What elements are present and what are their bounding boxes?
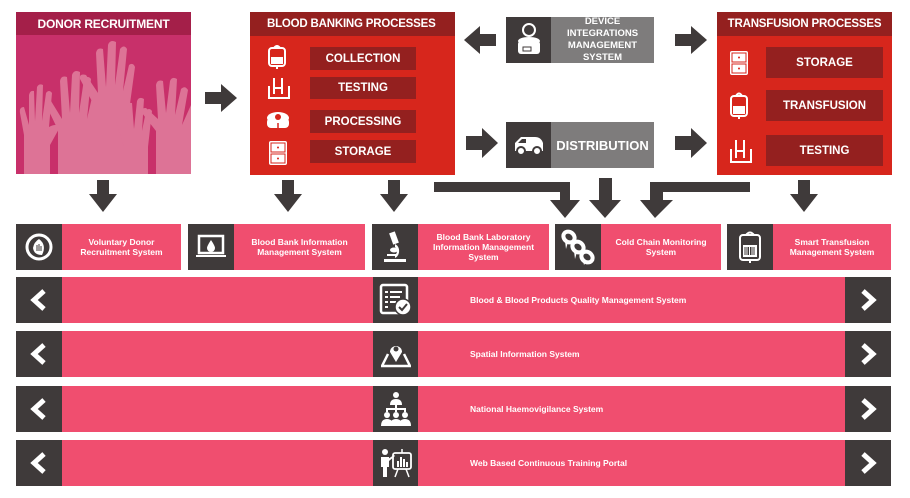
storage-cabinet-icon [730, 51, 748, 75]
delivery-van-icon [506, 122, 551, 168]
bar-label: Blood & Blood Products Quality Managemen… [470, 295, 687, 305]
system-blood-bank-laboratory-information-management[interactable]: Blood Bank Laboratory Information Manage… [372, 224, 549, 270]
bar-national-haemovigilance: National Haemovigilance System [16, 386, 891, 432]
blood-banking-title: BLOOD BANKING PROCESSES [250, 12, 455, 36]
connector-arrows [89, 178, 818, 218]
test-tubes-icon [730, 140, 752, 163]
elbow-arrow-icon [434, 182, 580, 218]
bar-label: National Haemovigilance System [470, 404, 604, 414]
distribution-box[interactable]: DISTRIBUTION [506, 122, 654, 168]
chevron-left-icon [30, 452, 46, 474]
bar-quality-management: Blood & Blood Products Quality Managemen… [16, 277, 891, 323]
arrow-down-icon [274, 180, 302, 212]
system-smart-transfusion-management[interactable]: Smart Transfusion Management System [727, 224, 891, 270]
storage-cabinet-icon [269, 141, 287, 165]
arrow-down-icon [89, 180, 117, 212]
hand-leaf-icon [16, 224, 62, 270]
centrifuge-device-icon [506, 17, 551, 63]
system-label: Smart Transfusion Management System [789, 237, 875, 257]
system-blood-bank-information-management[interactable]: Blood Bank Information Management System [188, 224, 365, 270]
arrow-down-icon [380, 180, 408, 212]
next-button[interactable] [845, 386, 891, 432]
chevron-left-icon [30, 398, 46, 420]
step-testing[interactable]: TESTING [766, 135, 883, 166]
step-transfusion[interactable]: TRANSFUSION [766, 90, 883, 121]
arrow-left-icon [464, 26, 496, 54]
barcode-bag-icon [727, 224, 773, 270]
device-integrations-label: DEVICE INTEGRATIONS MANAGEMENT SYSTEM [566, 16, 639, 63]
system-label: Blood Bank Information Management System [251, 237, 348, 257]
bar-training-portal: Web Based Continuous Training Portal [16, 440, 891, 486]
next-button[interactable] [845, 440, 891, 486]
frozen-chain-icon [555, 224, 601, 270]
arrow-right-icon [675, 26, 707, 54]
blood-bag-icon [268, 45, 286, 69]
test-tubes-icon [268, 78, 290, 99]
transfusion-title: TRANSFUSION PROCESSES [717, 12, 892, 36]
org-hierarchy-icon [373, 386, 418, 432]
prev-button[interactable] [16, 277, 62, 323]
presentation-icon [373, 440, 418, 486]
prev-button[interactable] [16, 386, 62, 432]
step-storage[interactable]: STORAGE [310, 140, 416, 163]
chevron-right-icon [861, 398, 877, 420]
chevron-right-icon [861, 289, 877, 311]
system-label: Cold Chain Monitoring System [615, 237, 707, 257]
centrifuge-icon [267, 112, 289, 128]
arrow-down-icon [790, 180, 818, 212]
bar-label: Spatial Information System [470, 349, 580, 359]
arrow-down-icon [589, 178, 621, 218]
arrow-right-icon [205, 84, 237, 112]
donor-recruitment-panel: DONOR RECRUITMENT [16, 12, 191, 174]
chevron-right-icon [861, 343, 877, 365]
elbow-arrow-icon [640, 182, 750, 218]
arrow-right-icon [466, 128, 498, 158]
system-cold-chain-monitoring[interactable]: Cold Chain Monitoring System [555, 224, 721, 270]
step-testing[interactable]: TESTING [310, 77, 416, 99]
chevron-left-icon [30, 343, 46, 365]
next-button[interactable] [845, 331, 891, 377]
chevron-left-icon [30, 289, 46, 311]
step-processing[interactable]: PROCESSING [310, 110, 416, 133]
chevron-right-icon [861, 452, 877, 474]
quality-checklist-icon [373, 277, 418, 323]
prev-button[interactable] [16, 440, 62, 486]
step-collection[interactable]: COLLECTION [310, 47, 416, 70]
system-voluntary-donor-recruitment[interactable]: Voluntary Donor Recruitment System [16, 224, 181, 270]
next-button[interactable] [845, 277, 891, 323]
distribution-label: DISTRIBUTION [556, 137, 649, 153]
step-storage[interactable]: STORAGE [766, 47, 883, 78]
transfusion-processes-panel: TRANSFUSION PROCESSES STORAGE TRANSFUSIO… [717, 12, 892, 175]
raised-hands-illustration [19, 41, 191, 174]
bar-label: Web Based Continuous Training Portal [470, 458, 628, 468]
prev-button[interactable] [16, 331, 62, 377]
system-label: Blood Bank Laboratory Information Manage… [432, 232, 535, 262]
device-integrations-box[interactable]: DEVICE INTEGRATIONS MANAGEMENT SYSTEM [506, 16, 654, 63]
blood-banking-processes-panel: BLOOD BANKING PROCESSES COLLECTION TESTI… [250, 12, 455, 175]
arrow-right-icon [675, 128, 707, 158]
blood-bag-icon [730, 92, 748, 119]
bar-spatial-information: Spatial Information System [16, 331, 891, 377]
system-label: Voluntary Donor Recruitment System [80, 237, 163, 257]
map-pin-icon [373, 331, 418, 377]
laptop-drop-icon [188, 224, 234, 270]
microscope-icon [372, 224, 418, 270]
donor-recruitment-title: DONOR RECRUITMENT [16, 12, 191, 35]
